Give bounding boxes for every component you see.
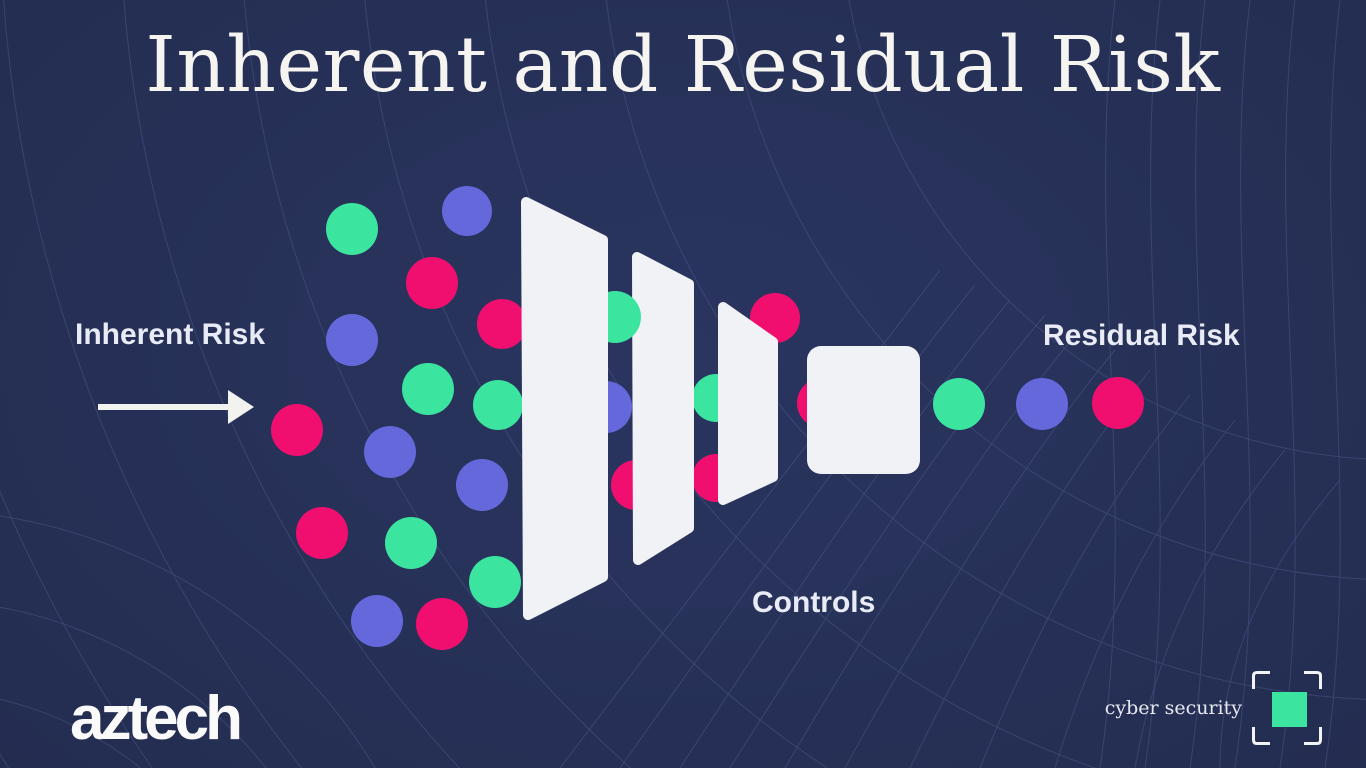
inherent-risk-dot-pink: [406, 257, 458, 309]
inherent-risk-dot-purple: [364, 426, 416, 478]
footer-brand-mark: cyber security: [1105, 671, 1322, 745]
inherent-risk-dot-pink: [416, 598, 468, 650]
contour-waves-right: [1099, 0, 1341, 768]
inherent-risk-dot-purple: [351, 595, 403, 647]
inherent-risk-dot-green: [326, 203, 378, 255]
filter-bar-3: [718, 302, 778, 505]
label-residual-risk: Residual Risk: [1043, 319, 1240, 352]
inherent-risk-arrow-head: [228, 390, 254, 424]
logo-aztech: aztech: [70, 684, 243, 753]
label-controls: Controls: [752, 586, 876, 619]
tagline-cyber-security: cyber security: [1104, 696, 1242, 719]
inherent-risk-dot-green: [385, 517, 437, 569]
viewfinder-corner-tr: [1304, 671, 1322, 689]
inherent-risk-dot-purple: [442, 186, 492, 236]
viewfinder-green-square: [1272, 692, 1307, 727]
residual-risk-dot-green: [933, 378, 985, 430]
filter-bar-2: [632, 252, 694, 565]
control-box: [807, 346, 920, 474]
viewfinder-corner-bl: [1252, 727, 1270, 745]
inherent-risk-dot-green: [469, 556, 521, 608]
viewfinder-corner-tl: [1252, 671, 1270, 689]
viewfinder-corner-br: [1304, 727, 1322, 745]
inherent-risk-dot-pink: [296, 507, 348, 559]
inherent-risk-dot-purple: [326, 314, 378, 366]
inherent-risk-dot-purple: [456, 459, 508, 511]
residual-risk-dot-pink: [1092, 377, 1144, 429]
contour-fan-bottom: [559, 269, 1341, 768]
inherent-risk-dot-green: [402, 363, 454, 415]
inherent-risk-dot-pink: [477, 299, 527, 349]
inherent-risk-dot-pink: [271, 404, 323, 456]
residual-risk-dot-purple: [1016, 378, 1068, 430]
viewfinder-icon: [1252, 671, 1322, 745]
inherent-risk-dot-green: [473, 380, 523, 430]
filter-bar-1: [521, 197, 608, 620]
page-title: Inherent and Residual Risk: [145, 21, 1221, 110]
label-inherent-risk: Inherent Risk: [75, 318, 266, 351]
